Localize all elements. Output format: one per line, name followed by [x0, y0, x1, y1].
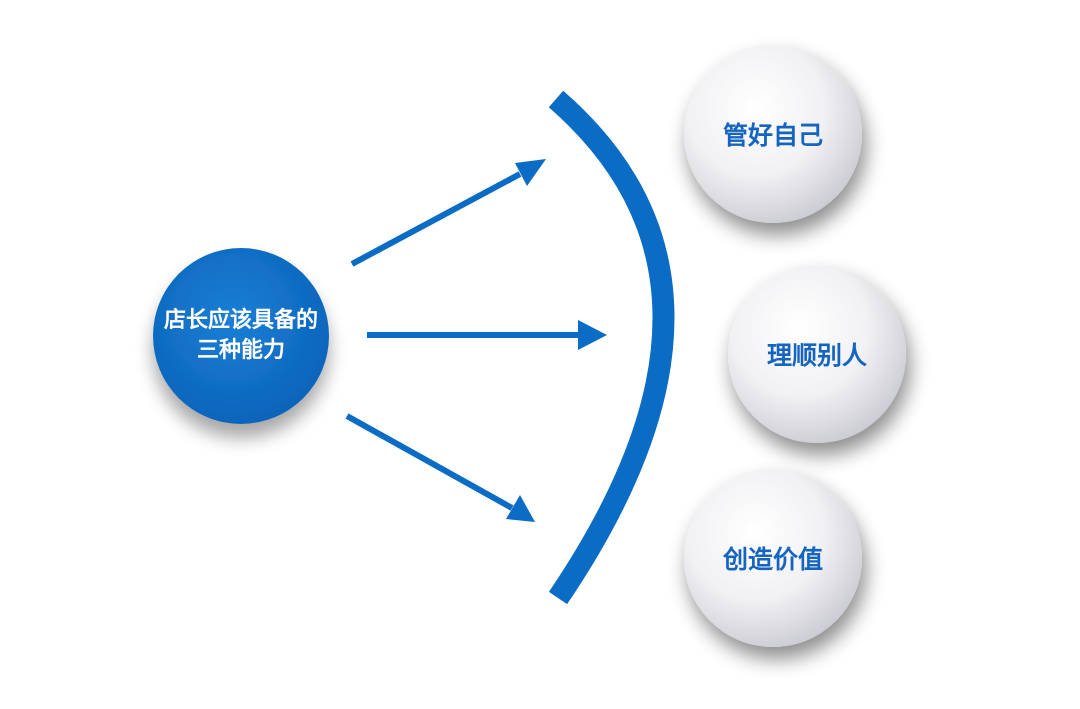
- center-label-line-1: 店长应该具备的: [163, 308, 318, 333]
- arrow-middle: [367, 320, 607, 350]
- capability-label-3: 创造价值: [722, 545, 823, 574]
- capability-circle-2: [728, 265, 906, 443]
- capability-circle-3: [684, 469, 862, 647]
- center-label: 店长应该具备的 三种能力: [146, 248, 336, 424]
- center-circle: [153, 248, 329, 424]
- capability-circle-1: [684, 45, 862, 223]
- center-label-line-2: 三种能力: [196, 338, 285, 363]
- arrow-top: [350, 159, 546, 267]
- arrow-bottom: [345, 413, 535, 522]
- bracket-arc: [548, 90, 675, 605]
- capability-label-2: 理顺别人: [766, 341, 867, 370]
- capability-label-1: 管好自己: [722, 121, 823, 150]
